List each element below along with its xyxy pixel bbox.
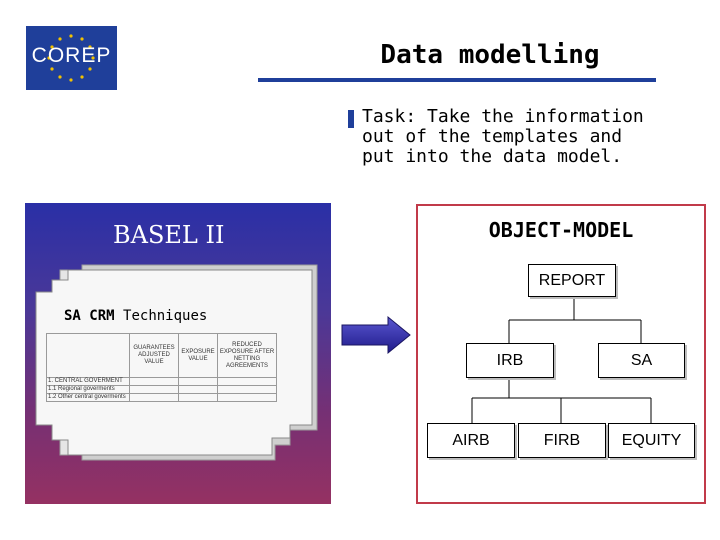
- col-header: REDUCED EXPOSURE AFTER NETTING AGREEMENT…: [217, 333, 277, 378]
- right-arrow-icon: [341, 315, 411, 355]
- title-underline: [258, 78, 656, 82]
- node-report: REPORT: [528, 264, 616, 297]
- logo-text: COREP: [31, 44, 112, 67]
- col-header: EXPOSURE VALUE: [178, 333, 218, 378]
- object-model-title: OBJECT-MODEL: [488, 218, 634, 242]
- table-corner: [46, 333, 130, 378]
- sa-word: SA: [64, 308, 81, 324]
- task-text: Task: Take the information out of the te…: [362, 106, 644, 167]
- node-airb: AIRB: [427, 423, 515, 458]
- node-firb: FIRB: [518, 423, 606, 458]
- basel-title: BASEL II: [113, 221, 225, 249]
- template-table: GUARANTEES ADJUSTED VALUE EXPOSURE VALUE…: [46, 333, 277, 402]
- sa-crm-label: SA CRM Techniques: [64, 308, 207, 324]
- eu-stars-icon: [47, 34, 95, 82]
- corep-logo: COREP: [26, 26, 117, 90]
- crm-word: CRM: [89, 308, 115, 324]
- techniques-word: Techniques: [123, 308, 208, 324]
- node-equity: EQUITY: [608, 423, 695, 458]
- node-sa: SA: [598, 343, 685, 378]
- bullet-marker: [348, 110, 354, 128]
- node-irb: IRB: [466, 343, 554, 378]
- col-header: GUARANTEES ADJUSTED VALUE: [129, 333, 179, 378]
- slide-title: Data modelling: [380, 40, 600, 70]
